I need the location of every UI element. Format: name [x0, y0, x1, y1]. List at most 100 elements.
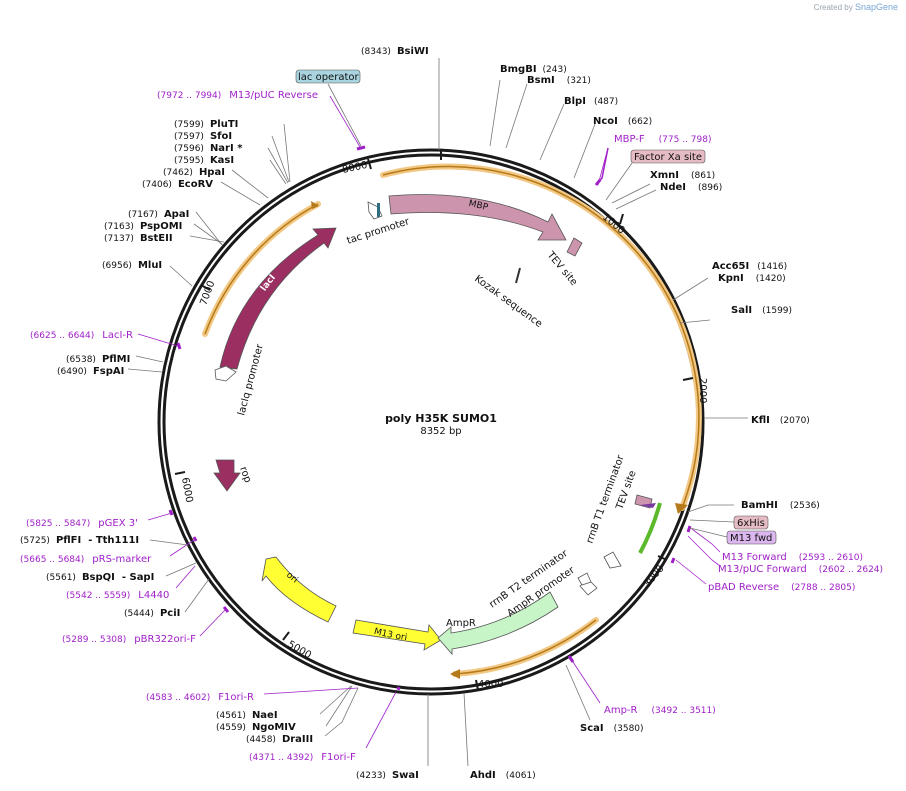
- factor-xa-label: Factor Xa site: [634, 152, 702, 163]
- backbone-outer: [157, 148, 705, 696]
- tac-promoter-mark: [377, 203, 380, 217]
- site-draiii: (4458)DraIII: [246, 734, 313, 745]
- primer-laci-r: (6625 .. 6644)LacI-R: [30, 330, 133, 341]
- site-bsiwi: (8343)BsiWI: [361, 46, 429, 57]
- primer-amp-r: Amp-R(3492 .. 3511): [604, 705, 716, 716]
- primer-pbr322ori-f: (5289 .. 5308)pBR322ori-F: [62, 634, 196, 645]
- site-sali: SalI(1599): [731, 305, 792, 316]
- m13-ori-feature: [352, 619, 442, 651]
- site-acc65i: Acc65I(1416): [712, 261, 787, 272]
- site-ncoi: NcoI(662): [593, 116, 652, 127]
- label-tac-promoter: tac promoter: [346, 216, 412, 247]
- tick-label-8000: 8000: [341, 160, 368, 176]
- site-pflmi: (6538)PflMI: [66, 354, 130, 365]
- site-kpni: KpnI(1420): [718, 273, 786, 284]
- site-nari: (7596)NarI *: [174, 143, 243, 154]
- laci-feature: [219, 227, 337, 370]
- site-pspomi: (7163)PspOMI: [104, 221, 182, 232]
- site-pluti: (7599)PluTI: [174, 119, 238, 130]
- tick-label-6000: 6000: [179, 477, 194, 504]
- site-hpai: (7462)HpaI: [163, 167, 225, 178]
- primer-f1ori-r: (4583 .. 4602)F1ori-R: [146, 692, 254, 703]
- primer-m13-forward: M13 Forward(2593 .. 2610): [722, 552, 863, 563]
- label-rop: rop: [237, 465, 253, 484]
- site-bspqi-sapi: (5561)BspQI - SapI: [46, 572, 154, 583]
- tick-label-5000: 5000: [286, 639, 314, 661]
- orf-arc-green: [638, 502, 662, 554]
- primer-leader-lines: [137, 95, 721, 749]
- rrnb-t2-terminator-feature: [577, 572, 592, 586]
- site-apai: (7167)ApaI: [128, 209, 189, 220]
- primer-pgex-3: (5825 .. 5847)pGEX 3': [26, 518, 138, 529]
- site-kfli: KflI(2070): [751, 415, 810, 426]
- kozak-feature: [515, 267, 521, 284]
- laciq-promoter-feature: [214, 365, 237, 382]
- rrnb-t1-terminator-feature: [603, 551, 622, 569]
- mbp-feature: [388, 194, 567, 241]
- lac-operator-leader: [327, 83, 362, 147]
- site-pflfi-tth111i: (5725)PflFI - Tth111I: [20, 535, 139, 546]
- site-mlui: (6956)MluI: [102, 260, 162, 271]
- orf-arc-ampr-head: [450, 669, 460, 679]
- primer-m13puc-reverse: (7972 .. 7994)M13/pUC Reverse: [157, 90, 318, 101]
- site-bmgbi: BmgBI(243): [500, 64, 567, 75]
- orf-arc-laci-core: [204, 203, 319, 335]
- primer-m13puc-forward: M13/pUC Forward(2602 .. 2624): [718, 564, 883, 575]
- site-ngomiv: (4559)NgoMIV: [216, 722, 296, 733]
- ori-feature: [261, 556, 337, 623]
- label-mbp: MBP: [468, 199, 490, 213]
- primer-pbad-reverse: pBAD Reverse(2788 .. 2805): [708, 582, 855, 593]
- site-ndei: NdeI(896): [660, 182, 722, 193]
- lac-operator-label: lac operator: [298, 72, 359, 83]
- site-pcii: (5444)PciI: [124, 608, 180, 619]
- factor-xa-box: [630, 149, 706, 164]
- primer-prs-marker: (5665 .. 5684)pRS-marker: [20, 554, 152, 565]
- 6xhis-box: [733, 515, 769, 530]
- m13-fwd-leader: [689, 527, 728, 538]
- orf-arc-ampr-core: [454, 619, 597, 675]
- site-blpi: BlpI(487): [564, 96, 618, 107]
- tev-site-mark: [640, 503, 656, 508]
- tick-marks: [174, 150, 694, 691]
- mbp-f-hook: [595, 147, 609, 186]
- orf-arc-mbp: [380, 163, 702, 511]
- 6xhis-leader: [689, 519, 735, 523]
- site-swai: (4233)SwaI: [356, 770, 419, 781]
- site-fspai: (6490)FspAI: [57, 366, 124, 377]
- primer-mbp-f: MBP-F(775 .. 798): [614, 134, 712, 145]
- m13-fwd-box: [726, 530, 777, 545]
- primer-l4440: (5542 .. 5559)L4440: [66, 590, 169, 601]
- site-bsteii: (7137)BstEII: [104, 233, 173, 244]
- orf-arc-mbp-core: [382, 165, 700, 509]
- m13-fwd-label: M13 fwd: [730, 533, 772, 544]
- tick-label-2000: 2000: [697, 378, 708, 403]
- tick-label-4000: 4000: [478, 679, 503, 690]
- watermark-prefix: Created by: [813, 3, 853, 12]
- label-ampr: AmpR: [446, 618, 476, 629]
- orf-arc-mbp-head: [675, 503, 688, 514]
- site-naei: (4561)NaeI: [216, 710, 278, 721]
- rop-feature: [213, 459, 241, 492]
- site-ecorv: (7406)EcoRV: [142, 179, 213, 190]
- snapgene-logo: SnapGene: [854, 2, 898, 12]
- primer-f1ori-f: (4371 .. 4392)F1ori-F: [249, 752, 356, 763]
- factor-xa-leader: [605, 162, 633, 201]
- site-scai: ScaI(3580): [580, 723, 644, 734]
- site-bsmi: BsmI(321): [527, 75, 591, 86]
- plasmid-length: 8352 bp: [420, 426, 461, 437]
- ampr-feature: [437, 591, 559, 656]
- lac-operator-box: [295, 69, 361, 84]
- plasmid-name: poly H35K SUMO1: [385, 412, 497, 425]
- site-leader-lines: [127, 58, 748, 767]
- site-ahdi: AhdI(4061): [470, 770, 536, 781]
- snapgene-watermark: Created by SnapGene: [814, 2, 898, 12]
- label-kozak: Kozak sequence: [472, 274, 544, 330]
- site-sfoi: (7597)SfoI: [174, 131, 232, 142]
- site-bamhi: BamHI(2536): [741, 500, 820, 511]
- 6xhis-label: 6xHis: [737, 518, 765, 529]
- orf-arc-laci: [202, 201, 321, 337]
- orf-arc-laci-head: [311, 201, 319, 209]
- tick-label-3000: 3000: [642, 563, 667, 590]
- site-xmni: XmnI(861): [650, 170, 715, 181]
